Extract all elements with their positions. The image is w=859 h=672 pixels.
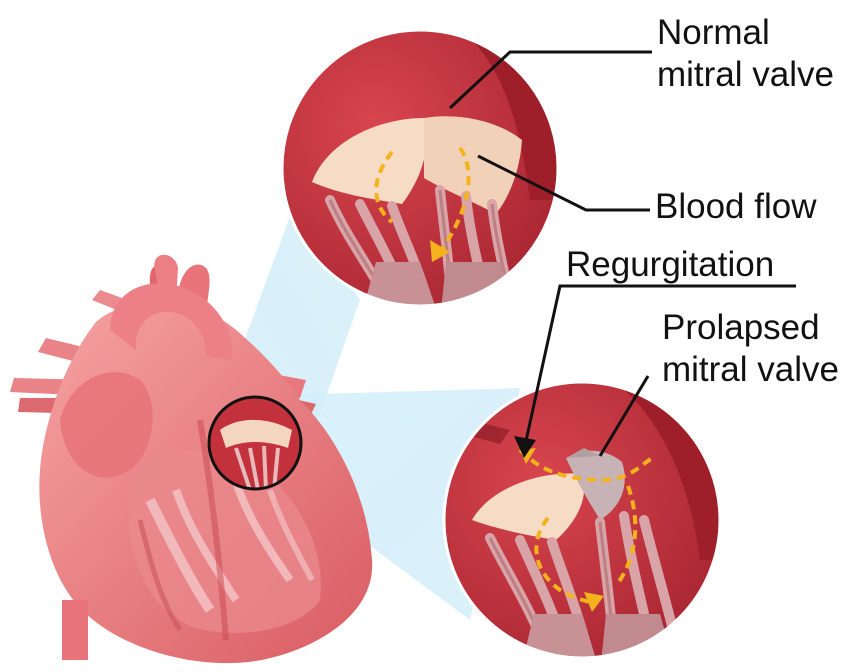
label-prolapsed-valve-line2: mitral valve (662, 351, 839, 389)
label-normal-valve-line1: Normal (657, 14, 770, 52)
label-prolapsed-valve-line1: Prolapsed (662, 309, 820, 347)
label-normal-valve-line2: mitral valve (657, 56, 834, 94)
label-blood-flow: Blood flow (655, 188, 816, 226)
label-regurgitation: Regurgitation (566, 246, 774, 284)
